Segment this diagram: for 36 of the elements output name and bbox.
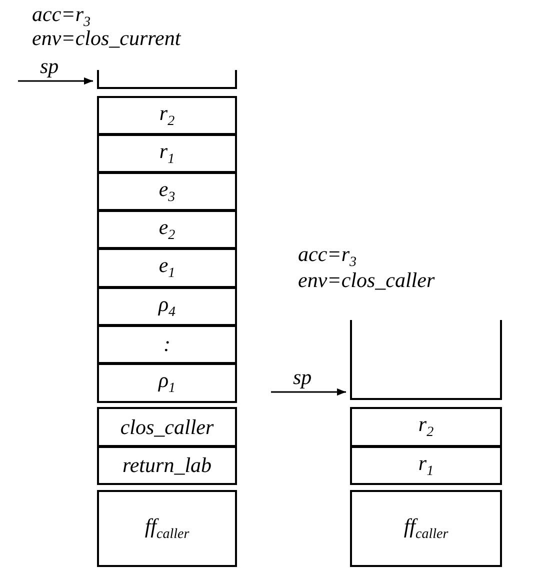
cell-text: r$_{1}$ [418, 450, 434, 480]
stack-cell [97, 248, 237, 288]
stack-cell [350, 490, 502, 567]
cell-text: e$_{3}$ [158, 176, 176, 206]
stack-cell [97, 407, 237, 447]
cell-text: e$_{1}$ [158, 253, 176, 283]
edge-label: sp [40, 55, 59, 78]
stack-cell [97, 210, 237, 249]
cell-text: ρ$_{4}$ [158, 292, 176, 322]
cell-text: return_lab [122, 453, 212, 478]
edge-label: sp [293, 366, 312, 389]
cell-text: ff$_{caller}$ [144, 514, 190, 544]
cell-text: : [164, 332, 170, 357]
cell-text: r$_{2}$ [159, 100, 175, 130]
stack-cell [97, 134, 237, 173]
stack-cell [97, 363, 237, 403]
stack-slot [97, 70, 237, 89]
stack-cell [97, 287, 237, 326]
register-label: env=clos_caller [298, 269, 435, 292]
cell-text: ff$_{caller}$ [404, 514, 448, 544]
register-label: acc=r$_{3}$ [298, 243, 356, 272]
stack-cell [97, 172, 237, 211]
stack-cell [97, 96, 237, 135]
stack-slot [350, 320, 502, 400]
stack-cell [97, 490, 237, 567]
cell-text: e$_{2}$ [158, 214, 176, 244]
pointer-arrow [271, 388, 346, 396]
pointer-arrow [18, 77, 93, 85]
cell-text: clos_caller [120, 414, 214, 440]
cell-text: r$_{2}$ [418, 412, 434, 442]
stack-cell [350, 446, 502, 485]
stack-cell [97, 446, 237, 485]
stack-cell [97, 325, 237, 364]
cell-text: ρ$_{1}$ [158, 368, 176, 398]
cell-text: r$_{1}$ [159, 138, 175, 168]
stack-cell [350, 407, 502, 447]
